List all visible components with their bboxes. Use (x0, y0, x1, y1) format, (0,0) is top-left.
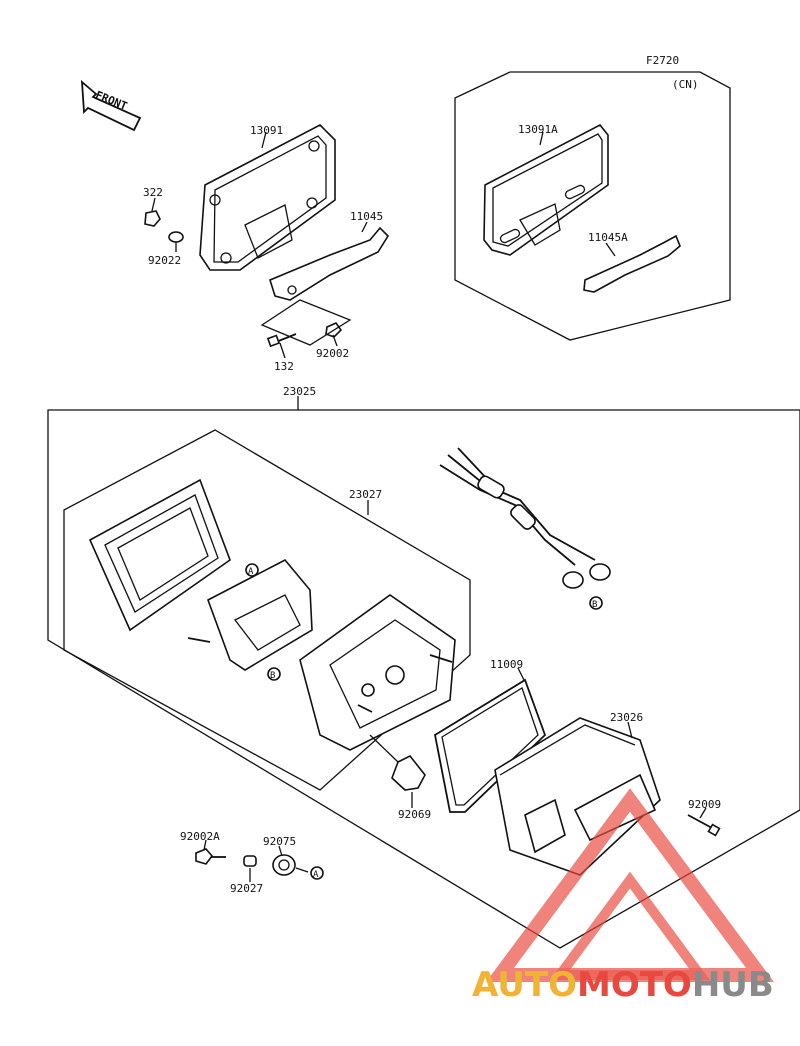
part-92069: 92069 (398, 808, 431, 821)
nut-92002a (195, 848, 214, 865)
svg-text:A: A (313, 870, 319, 880)
part-11009: 11009 (490, 658, 523, 671)
assembly-frame-23027 (63, 429, 471, 791)
plate-bracket-13091a (483, 123, 609, 256)
bracket-11045 (269, 226, 390, 301)
part-92075: 92075 (263, 835, 296, 848)
lens-23026 (494, 717, 661, 876)
watermark-text: AUTOMOTOHUB (472, 965, 774, 1005)
svg-text:B: B (270, 671, 275, 681)
part-11045a: 11045A (588, 231, 628, 244)
bracket-11045a (583, 234, 681, 293)
callout-b-right: B (589, 596, 603, 610)
part-92002a: 92002A (180, 830, 220, 843)
bolt-132 (275, 333, 297, 343)
front-label: FRONT (93, 88, 129, 113)
callout-b-left: B (267, 667, 281, 681)
part-92002: 92002 (316, 347, 349, 360)
nut-322 (144, 210, 161, 227)
bulb-92069 (369, 734, 426, 791)
cn-variant-frame (454, 71, 731, 341)
base-plate (187, 558, 313, 671)
collar-92027 (243, 855, 257, 867)
lens-cover-23027 (88, 478, 231, 632)
part-132: 132 (274, 360, 294, 373)
part-13091a: 13091A (518, 123, 558, 136)
variant-note: (CN) (672, 78, 699, 91)
part-322: 322 (143, 186, 163, 199)
figure-code: F2720 (646, 54, 679, 67)
part-23026: 23026 (610, 711, 643, 724)
part-23025: 23025 (283, 385, 316, 398)
wiring-harness (439, 447, 611, 589)
lamp-housing (299, 594, 456, 751)
part-23027: 23027 (349, 488, 382, 501)
plate-bracket-13091 (199, 124, 336, 271)
grommet-92075 (272, 854, 296, 876)
callout-a-bottom: A (310, 866, 324, 880)
part-92027: 92027 (230, 882, 263, 895)
part-11045: 11045 (350, 210, 383, 223)
front-arrow-icon: FRONT (80, 79, 142, 132)
part-92009: 92009 (688, 798, 721, 811)
svg-text:B: B (592, 600, 597, 610)
svg-text:A: A (248, 567, 254, 577)
part-92022: 92022 (148, 254, 181, 267)
part-13091: 13091 (250, 124, 283, 137)
screw-92009 (687, 814, 713, 829)
callout-a-top: A (245, 563, 259, 577)
washer-92022 (168, 231, 184, 243)
watermark-logo (486, 788, 774, 982)
